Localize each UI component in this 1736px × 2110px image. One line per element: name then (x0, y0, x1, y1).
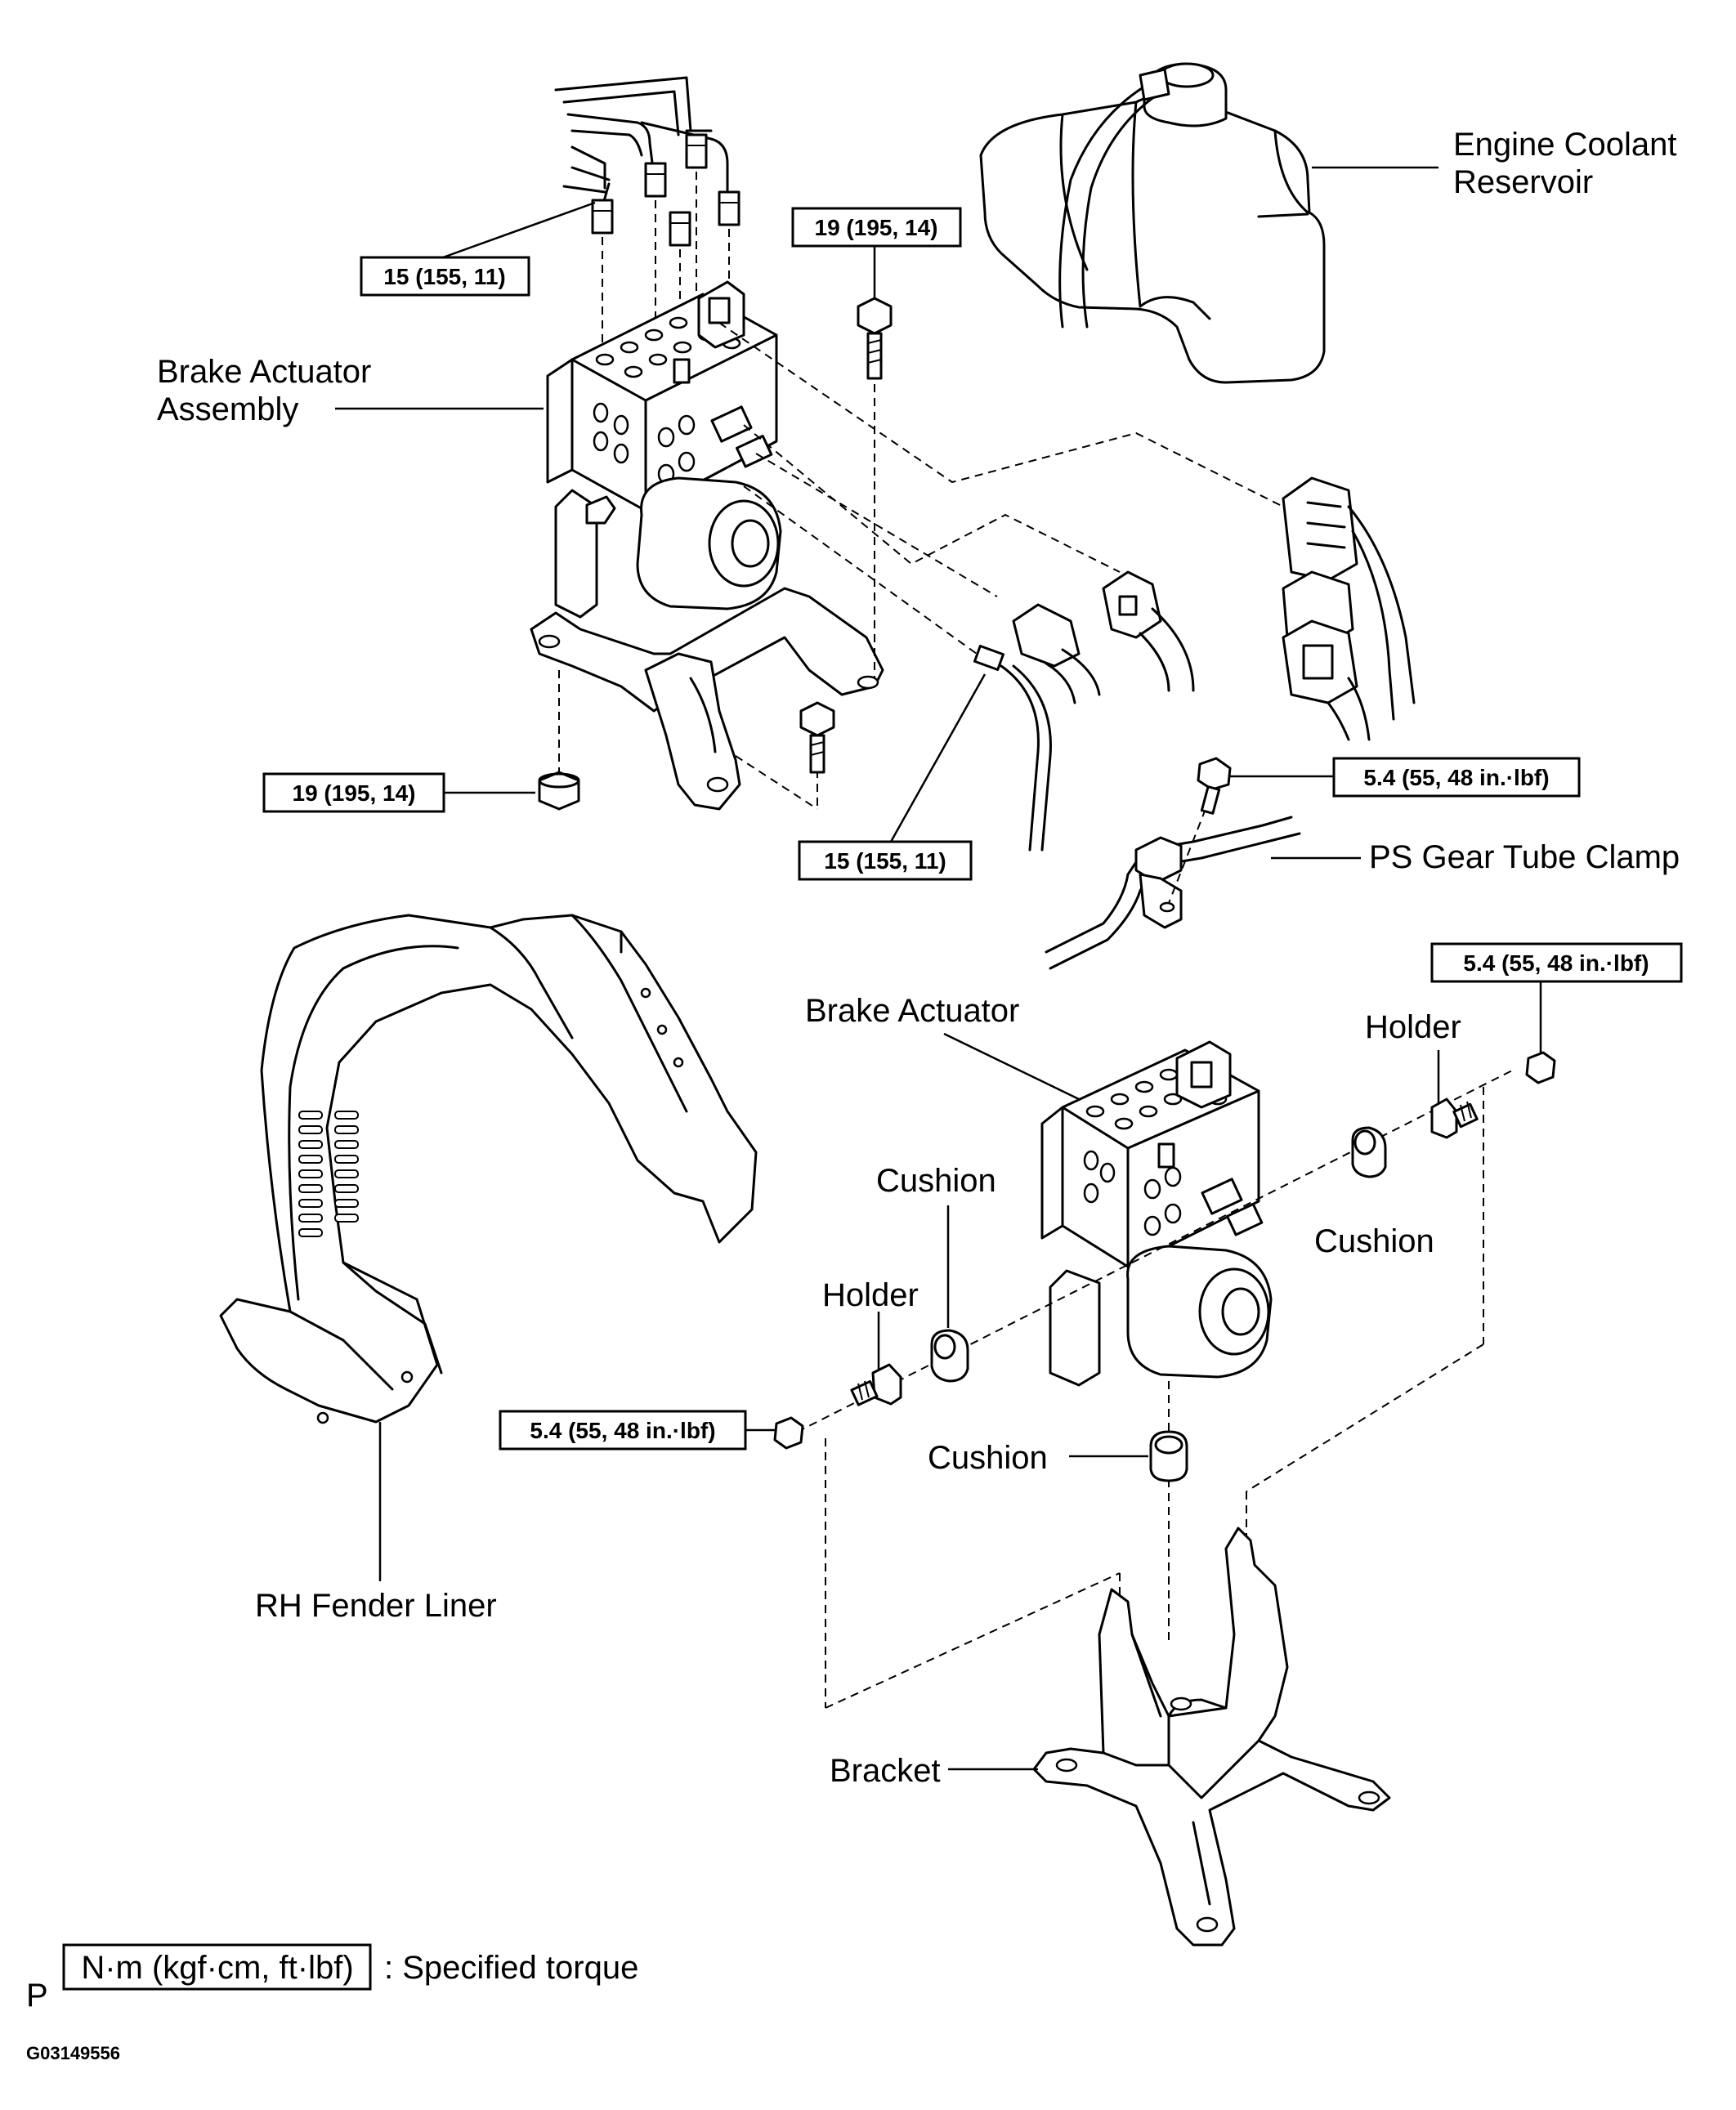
brake-actuator-drawing (1040, 1040, 1273, 1387)
torque-box-brake-line-side: 15 (155, 11) (798, 673, 987, 881)
bracket-label: Bracket (830, 1753, 1038, 1789)
torque-box-brake-lines-top: 15 (155, 11) (360, 201, 596, 297)
torque-value-holder-nut-right: 5.4 (55, 48 in.·lbf) (1463, 950, 1649, 976)
figure-corner-marks: P G03149556 (26, 1978, 120, 2063)
torque-box-ps-clamp-bolt: 5.4 (55, 48 in.·lbf) (1230, 757, 1581, 798)
ps-gear-tube-clamp-label: PS Gear Tube Clamp (1271, 839, 1680, 875)
brake-actuator-assembly-label-line2: Assembly (157, 391, 298, 427)
bracket-lower-bolt-drawing (735, 701, 835, 810)
brake-lines-top-drawing (554, 76, 740, 247)
ps-gear-tube-clamp-label-text: PS Gear Tube Clamp (1369, 839, 1680, 875)
cushion-left-label-text: Cushion (876, 1163, 996, 1199)
holder-left-drawing (850, 1363, 902, 1406)
figure-id: G03149556 (26, 2043, 120, 2063)
brake-actuator-label: Brake Actuator (805, 993, 1080, 1101)
legend-unit-box-text: N·m (kgf·cm, ft·lbf) (81, 1950, 353, 1986)
cushion-right-drawing (1351, 1126, 1387, 1178)
torque-value-holder-nut-left: 5.4 (55, 48 in.·lbf) (530, 1418, 715, 1443)
torque-box-bracket-bolt-top: 19 (195, 14) (791, 207, 962, 380)
torque-box-holder-nut-left: 5.4 (55, 48 in.·lbf) (499, 1410, 804, 1451)
engine-coolant-reservoir-label: Engine Coolant Reservoir (1312, 127, 1677, 200)
cushion-bottom-drawing (1149, 1430, 1188, 1482)
harness-connectors-drawing (973, 476, 1416, 852)
cushion-right-label-text: Cushion (1314, 1223, 1434, 1259)
cushion-bottom-label-text: Cushion (928, 1440, 1048, 1476)
holder-right-drawing (1430, 1097, 1479, 1139)
rh-fender-liner-label-text: RH Fender Liner (255, 1588, 497, 1624)
holder-right-label: Holder (1365, 1009, 1461, 1103)
engine-coolant-reservoir-label-line1: Engine Coolant (1453, 127, 1677, 163)
brake-actuator-assembly-label-line1: Brake Actuator (157, 354, 371, 390)
cushion-left-drawing (930, 1329, 969, 1383)
torque-value-ps-clamp-bolt: 5.4 (55, 48 in.·lbf) (1363, 765, 1549, 790)
torque-box-bracket-nut-bottom: 19 (195, 14) (262, 670, 580, 813)
bracket-label-text: Bracket (830, 1753, 941, 1789)
torque-legend: N·m (kgf·cm, ft·lbf) : Specified torque (62, 1943, 638, 1991)
holder-axis-guide-lines (784, 1070, 1513, 1709)
torque-box-holder-nut-right: 5.4 (55, 48 in.·lbf) (1430, 942, 1683, 1084)
bracket-drawing (1032, 1527, 1391, 1947)
torque-value-brake-line-side: 15 (155, 11) (824, 848, 946, 874)
legend-description: : Specified torque (384, 1950, 638, 1986)
torque-value-bracket-bolt-top: 19 (195, 14) (815, 215, 938, 240)
brake-actuator-label-text: Brake Actuator (805, 993, 1019, 1029)
rh-fender-liner-drawing (219, 914, 758, 1424)
fender-liner-vent-slots (298, 1111, 359, 1237)
holder-left-label-text: Holder (822, 1277, 919, 1313)
cushion-right-label: Cushion (1314, 1223, 1434, 1259)
cushion-bottom-label: Cushion (928, 1440, 1148, 1476)
torque-value-bracket-nut-bottom: 19 (195, 14) (293, 780, 416, 806)
engine-coolant-reservoir-label-line2: Reservoir (1453, 164, 1593, 200)
rh-fender-liner-label: RH Fender Liner (255, 1422, 497, 1624)
holder-left-label: Holder (822, 1277, 919, 1369)
corner-mark: P (26, 1978, 48, 2014)
engine-coolant-reservoir-drawing (979, 62, 1326, 384)
torque-value-brake-lines-top: 15 (155, 11) (383, 264, 505, 289)
cushion-left-label: Cushion (876, 1163, 996, 1328)
brake-actuator-assembly-label: Brake Actuator Assembly (157, 354, 544, 427)
ps-gear-tube-clamp-drawing (1045, 757, 1301, 970)
holder-right-label-text: Holder (1365, 1009, 1461, 1045)
brake-actuator-assembly-drawing (530, 280, 884, 811)
